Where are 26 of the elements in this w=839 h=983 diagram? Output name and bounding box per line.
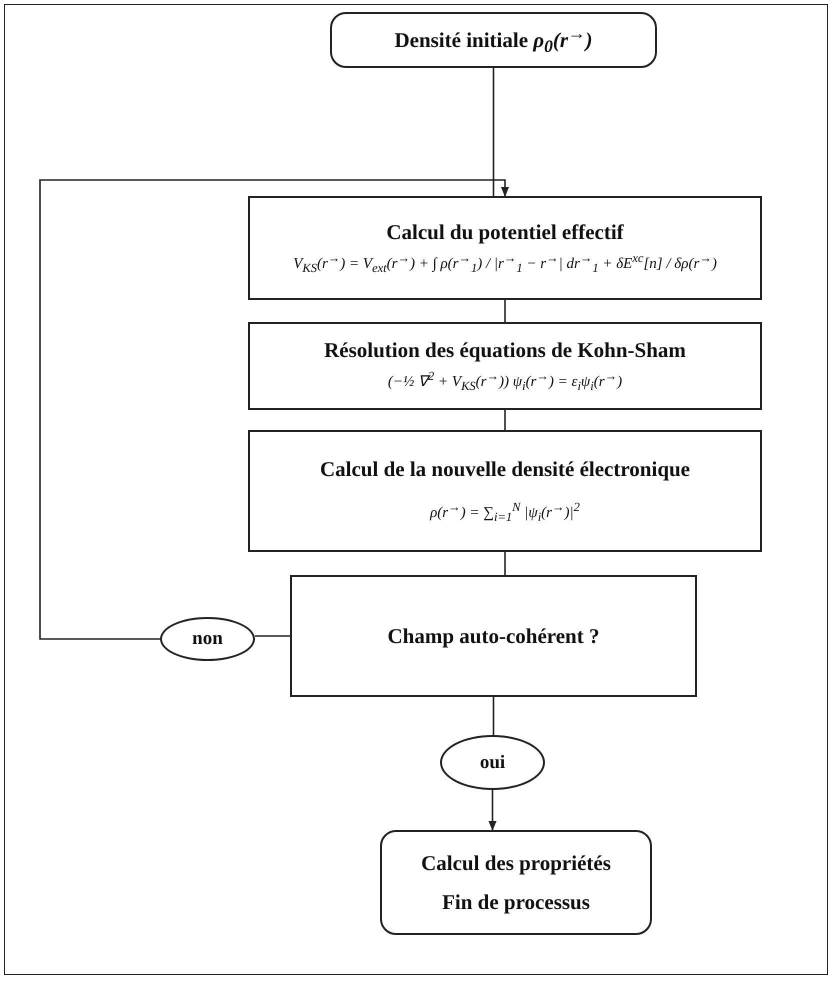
step-title: Fin de processus bbox=[442, 890, 590, 914]
process-box bbox=[290, 575, 697, 697]
formula: (−½ ∇$^{2}$ + V$_{KS}$(r$^{→}$)) ψ$_{i}$(r$^{→}$) = ε$_{i}$ψ$_{i}$(r$^{→}$) bbox=[388, 369, 622, 394]
process-box bbox=[248, 196, 762, 300]
step-title: Calcul des propriétés bbox=[421, 850, 611, 876]
step-title: Résolution des équations de Kohn-Sham bbox=[324, 338, 686, 363]
step-title: Champ auto-cohérent ? bbox=[388, 624, 600, 648]
connector-line bbox=[504, 300, 506, 322]
connector-line bbox=[504, 410, 506, 430]
process-box bbox=[248, 322, 762, 410]
connector-line bbox=[504, 552, 506, 575]
process-box bbox=[248, 430, 762, 552]
formula: ρ(r$^{→}$) = ∑$_{i=1}$$^{N}$ |ψ$_{i}$(r$^{→}$)|$^{2}$ bbox=[430, 500, 580, 525]
connector-line bbox=[255, 635, 290, 637]
terminal-box bbox=[330, 12, 657, 68]
answer-label: non bbox=[192, 628, 223, 650]
step-title: Calcul du potentiel effectif bbox=[386, 220, 624, 245]
step-title: Calcul de la nouvelle densité électronique bbox=[320, 457, 690, 482]
step-title: Densité initiale ρ$_{0}$(r$^{→}$) bbox=[394, 22, 593, 58]
answer-label: oui bbox=[480, 752, 506, 774]
arrow bbox=[39, 179, 509, 640]
connector-line bbox=[492, 697, 494, 735]
connector-line bbox=[492, 68, 494, 196]
terminal-box bbox=[380, 830, 652, 935]
arrow bbox=[488, 790, 496, 831]
formula: V$_{KS}$(r$^{→}$) = V$_{ext}$(r$^{→}$) + ∫ ρ(r$^{→}$$_{1}$) / |r$^{→}$$_{1}$ − r$^{→}$| dr$^{→}$$_{1}$ + δE$^{xc}$[n] / δρ(r$^{→}$) bbox=[293, 251, 717, 276]
